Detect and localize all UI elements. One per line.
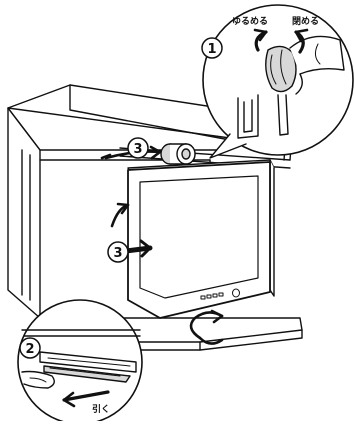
step3-number-top: 3	[133, 142, 142, 157]
step3-number-middle: 3	[113, 246, 122, 261]
tighten-label: 閉める	[292, 16, 319, 27]
step1-number: 1	[207, 42, 216, 57]
step3-arrow-top	[102, 138, 160, 158]
pull-label: 引く	[92, 403, 110, 415]
step2-number: 2	[25, 342, 34, 357]
callout-2	[18, 300, 142, 421]
loosen-label: ゆるめる	[232, 16, 268, 27]
monitor	[128, 160, 274, 318]
